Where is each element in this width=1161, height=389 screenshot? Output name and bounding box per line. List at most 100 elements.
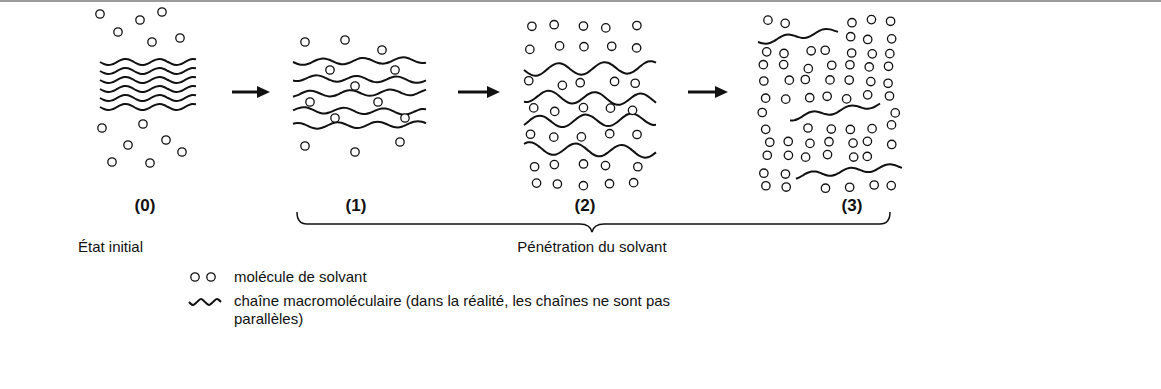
solvent-molecule — [550, 160, 558, 168]
solvent-molecule — [806, 139, 814, 147]
solvent-molecule — [391, 66, 399, 74]
solvent-molecule — [848, 19, 856, 27]
solvent-molecule — [821, 46, 829, 54]
solvent-molecule — [579, 103, 587, 111]
solvent-molecule — [827, 125, 835, 133]
solvent-molecule — [525, 77, 533, 85]
solvent-molecule — [821, 184, 829, 192]
solvent-molecule — [868, 50, 876, 58]
solvent-molecule — [396, 138, 404, 146]
polymer-chain — [293, 75, 426, 82]
legend-item: molécule de solvant — [186, 268, 367, 286]
solvent-molecule — [610, 77, 618, 85]
solvent-molecule — [634, 163, 642, 171]
solvent-molecule — [886, 17, 894, 25]
top-rule — [0, 0, 1161, 2]
polymer-chain — [189, 299, 221, 305]
solvent-molecule — [863, 137, 871, 145]
stage-number: (2) — [575, 196, 596, 216]
stage-arrow — [688, 91, 718, 94]
solvent-molecule — [96, 10, 104, 18]
polymer-chain — [100, 95, 196, 101]
solvent-molecule — [761, 125, 769, 133]
solvent-molecule — [526, 130, 534, 138]
polymer-chain — [100, 59, 196, 65]
solvent-molecule — [780, 49, 788, 57]
solvent-molecule — [628, 106, 636, 114]
solvent-molecule — [178, 148, 186, 156]
arrow-head — [715, 86, 728, 98]
solvent-molecule — [301, 142, 309, 150]
solvent-molecule — [864, 35, 872, 43]
solvent-molecule — [207, 273, 215, 281]
solvent-molecule — [826, 76, 834, 84]
solvent-molecule — [785, 76, 793, 84]
solvent-molecule — [804, 124, 812, 132]
solvent-molecule — [136, 16, 144, 24]
solvent-molecule — [632, 44, 640, 52]
solvent-molecule — [629, 178, 637, 186]
solvent-molecule — [608, 42, 616, 50]
solvent-molecule — [863, 152, 871, 160]
solvent-molecule — [374, 98, 382, 106]
solvent-molecules — [96, 8, 900, 193]
solvent-molecule — [782, 183, 790, 191]
solvent-molecule — [331, 114, 339, 122]
solvent-molecule — [849, 153, 857, 161]
polymer-chain — [796, 164, 902, 178]
solvent-molecule — [326, 66, 334, 74]
solvent-molecule — [114, 28, 122, 36]
solvent-molecule — [158, 8, 166, 16]
solvent-molecule — [605, 179, 613, 187]
legend-text: chaîne macromoléculaire (dans la réalité… — [234, 292, 734, 328]
solvent-molecule — [825, 138, 833, 146]
solvent-molecule — [867, 15, 875, 23]
solvent-molecule — [763, 151, 771, 159]
solvent-molecule — [602, 24, 610, 32]
solvent-molecule — [867, 77, 875, 85]
solvent-molecule — [766, 138, 774, 146]
solvent-molecule — [606, 104, 614, 112]
solvent-molecule — [528, 22, 536, 30]
solvent-molecule — [863, 91, 871, 99]
solvent-molecule — [847, 49, 855, 57]
solvent-molecule — [530, 104, 538, 112]
arrow-head — [257, 86, 270, 98]
solvent-molecule — [633, 21, 641, 29]
polymer-chain — [100, 68, 196, 74]
macromolecular-chains — [100, 29, 902, 179]
solvent-molecule — [633, 130, 641, 138]
polymer-chain — [524, 91, 656, 105]
solvent-molecule — [758, 108, 766, 116]
solvent-molecule — [108, 158, 116, 166]
solvent-molecule — [870, 181, 878, 189]
stage-number: (1) — [346, 196, 367, 216]
solvent-molecule — [579, 181, 587, 189]
solvent-molecule — [558, 81, 566, 89]
stage-arrows — [232, 86, 728, 98]
solvent-molecule — [845, 183, 853, 191]
polymer-chain — [758, 29, 838, 44]
polymer-chain — [293, 57, 426, 64]
solvent-molecule — [842, 95, 850, 103]
solvent-molecule — [760, 77, 768, 85]
solvent-molecule — [551, 107, 559, 115]
polymer-chain — [524, 114, 656, 128]
solvent-molecule — [124, 141, 132, 149]
solvent-molecule — [762, 182, 770, 190]
solvent-molecule — [577, 133, 585, 141]
solvent-molecule — [868, 124, 876, 132]
solvent-molecule — [306, 98, 314, 106]
arrow-head — [487, 86, 500, 98]
solvent-molecule — [846, 61, 854, 69]
solvent-molecule — [891, 109, 899, 117]
solvent-molecule — [351, 148, 359, 156]
solvent-molecule — [887, 181, 895, 189]
solvent-molecule — [845, 76, 853, 84]
solvent-molecule — [580, 42, 588, 50]
solvent-molecule — [885, 92, 893, 100]
solvent-molecule — [401, 114, 409, 122]
solvent-molecule — [191, 273, 199, 281]
solvent-molecule — [884, 62, 892, 70]
